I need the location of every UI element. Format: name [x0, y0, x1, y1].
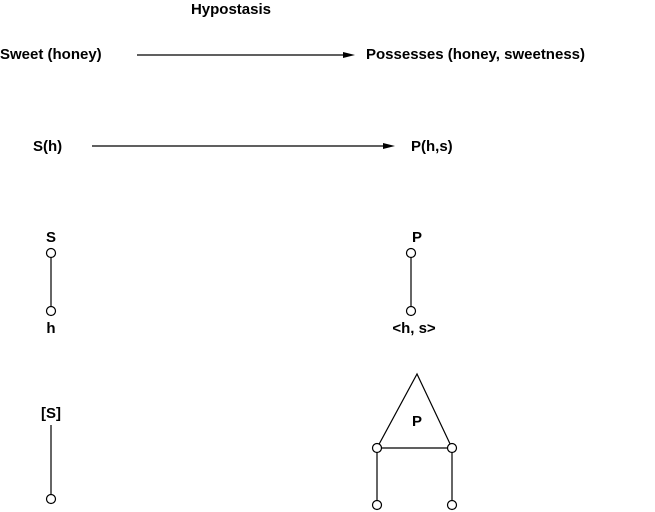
s-h-label: S(h) — [33, 138, 62, 155]
pair-node — [405, 305, 417, 317]
p-node — [405, 247, 417, 259]
h-node-label: h — [46, 320, 55, 337]
triangle-p-label: P — [412, 413, 422, 430]
p-hs-label: P(h,s) — [411, 138, 453, 155]
pair-node-label: <h, s> — [392, 320, 436, 337]
bracket-s-label: [S] — [41, 405, 61, 422]
arrow-row2-head — [383, 143, 395, 149]
possesses-label: Possesses (honey, sweetness) — [366, 46, 585, 63]
s-node — [45, 247, 57, 259]
triangle-left-node — [371, 442, 383, 454]
right-leaf-node — [446, 499, 458, 511]
diagram-title: Hypostasis — [191, 1, 271, 18]
p-node-label: P — [412, 229, 422, 246]
triangle-right-node — [446, 442, 458, 454]
p-triangle — [375, 372, 453, 449]
bracket-s-node — [45, 493, 57, 505]
h-node — [45, 305, 57, 317]
sweet-honey-label: Sweet (honey) — [0, 46, 102, 63]
left-leaf-node — [371, 499, 383, 511]
s-node-label: S — [46, 229, 56, 246]
arrow-row1-head — [343, 52, 355, 58]
